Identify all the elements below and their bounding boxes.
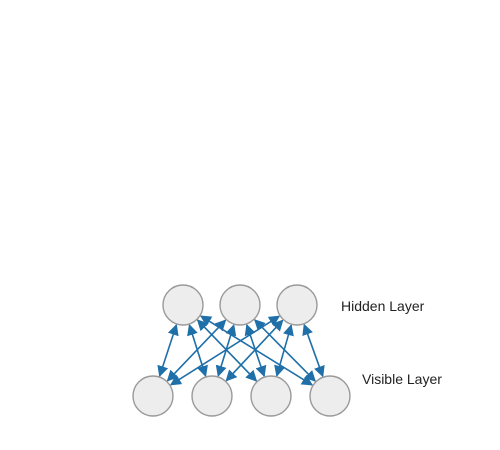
- hidden-node-1: [162, 284, 204, 326]
- edge-h3-v2: [225, 319, 284, 382]
- hidden-node-2: [219, 284, 261, 326]
- edge-h2-v1: [166, 319, 227, 382]
- visible-node-2: [191, 375, 233, 417]
- layer-nodes: [132, 284, 351, 417]
- hidden-node-3: [276, 284, 318, 326]
- edge-h1-v1: [157, 323, 179, 378]
- visible-node-1: [132, 375, 174, 417]
- connection-edges: [157, 315, 325, 386]
- hidden-layer-label: Hidden Layer: [341, 298, 425, 314]
- edge-h3-v4: [302, 323, 325, 378]
- edge-h3-v3: [274, 324, 294, 377]
- visible-layer-label: Visible Layer: [362, 371, 442, 387]
- visible-node-3: [250, 375, 292, 417]
- edge-h1-v4: [199, 315, 314, 386]
- visible-node-4: [309, 375, 351, 417]
